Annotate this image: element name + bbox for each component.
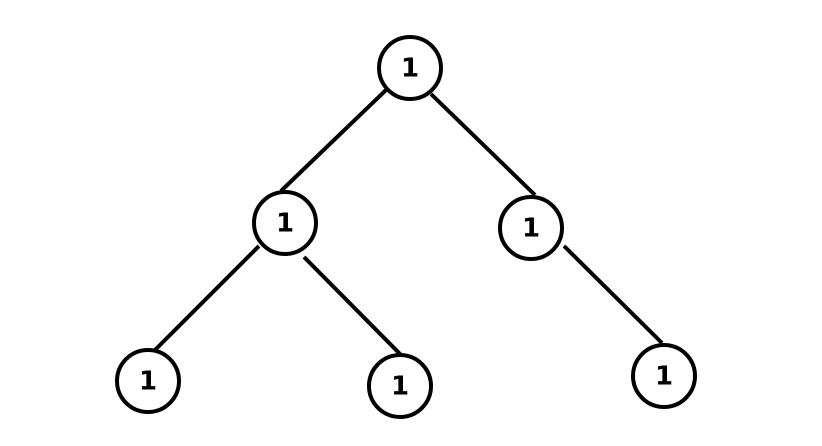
node-root: 1 [377,35,443,101]
node-left-circle [252,190,318,256]
node-left-right-label: 1 [391,372,409,402]
edge-root-left [279,88,388,193]
edge-left-left-right [302,255,406,360]
node-left-left: 1 [115,348,181,414]
edge-left-left-left [151,244,261,354]
edge-group [151,88,664,360]
edge-right-right-right [562,244,664,345]
node-right: 1 [498,195,564,261]
edge-root-right [429,92,537,197]
node-right-label: 1 [522,214,540,244]
node-right-right: 1 [631,343,697,409]
node-left-label: 1 [276,209,294,239]
node-left-right-circle [367,353,433,419]
node-left: 1 [252,190,318,256]
node-right-right-circle [631,343,697,409]
node-left-left-label: 1 [139,367,157,397]
node-left-left-circle [115,348,181,414]
node-right-circle [498,195,564,261]
node-root-circle [377,35,443,101]
node-left-right: 1 [367,353,433,419]
node-right-right-label: 1 [655,362,673,392]
node-root-label: 1 [401,54,419,84]
